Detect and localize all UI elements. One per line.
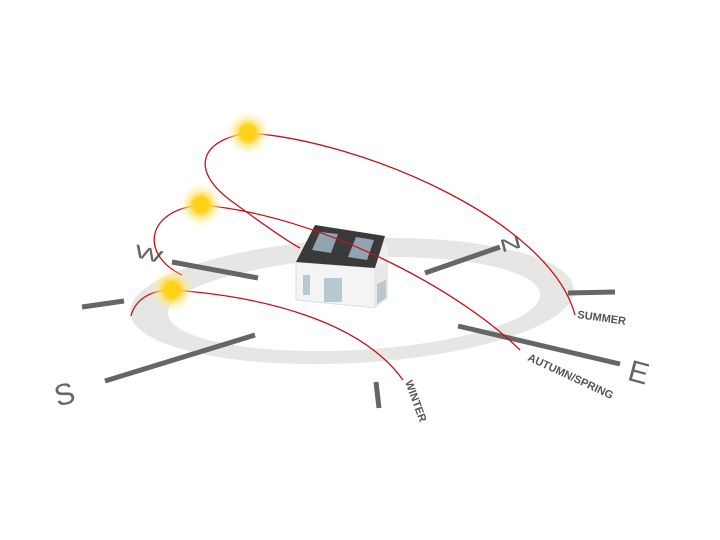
winter-path [171, 289, 404, 381]
west-label: W [132, 241, 165, 268]
summer-path [247, 132, 576, 316]
autumn-spring-path [200, 204, 521, 351]
house [295, 225, 388, 309]
south-label: S [51, 376, 79, 413]
door [324, 278, 342, 302]
sun-summer-icon [226, 111, 270, 155]
north-line [424, 244, 501, 276]
east-label: E [625, 355, 653, 392]
ground-ring [129, 237, 575, 365]
winter-label: WINTER [402, 379, 428, 424]
sun-winter-icon [150, 268, 194, 312]
tick-southeast [373, 381, 382, 409]
east-line [457, 323, 621, 367]
tick-southwest [81, 298, 125, 310]
sun-autumn-spring-icon [179, 183, 223, 227]
west-line [171, 259, 259, 281]
summer-label: SUMMER [577, 309, 627, 328]
summer-path-rise [204, 132, 301, 249]
compass-lines [81, 244, 621, 409]
south-line [104, 332, 256, 384]
tick-northeast [567, 289, 616, 296]
